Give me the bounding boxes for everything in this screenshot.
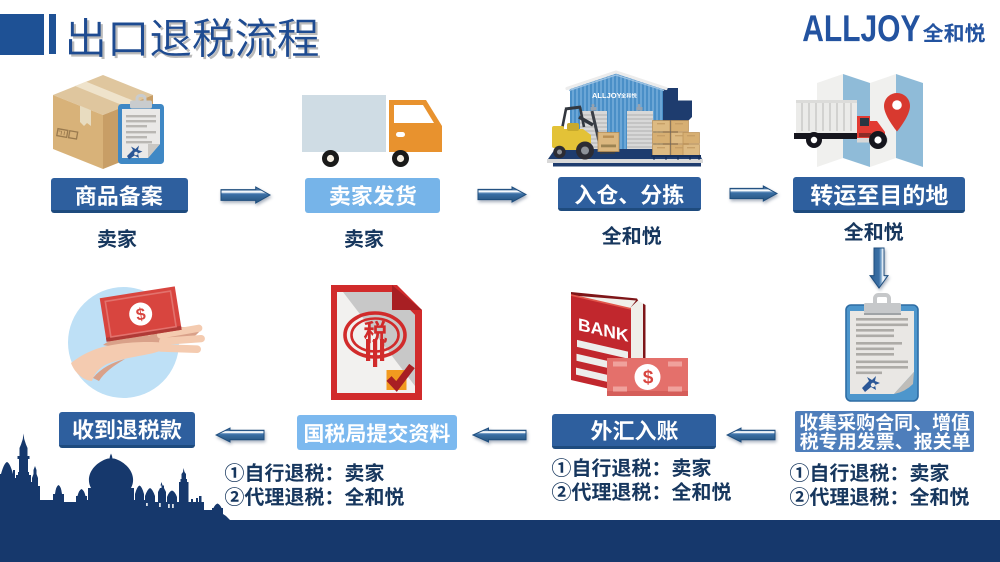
- svg-text:ALLJOY: ALLJOY: [592, 91, 622, 100]
